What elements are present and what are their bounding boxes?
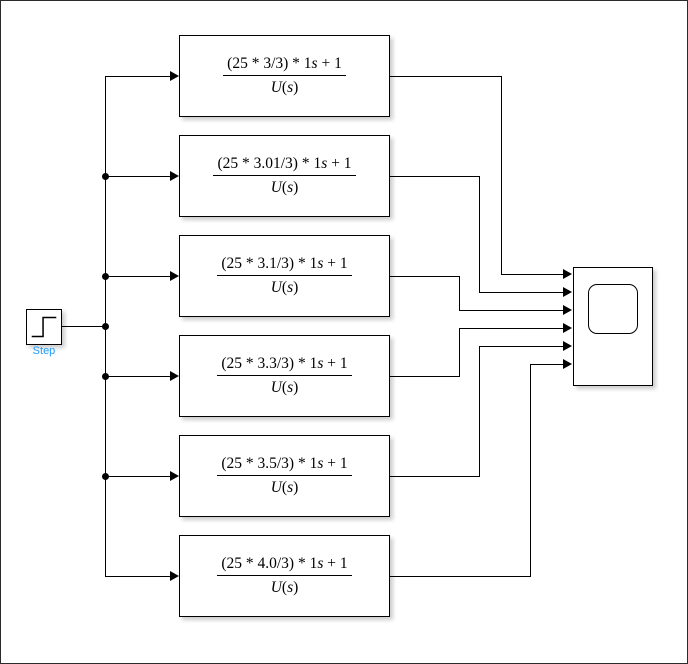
arrow-tf5-input <box>170 471 179 481</box>
denominator-u-symbol: U <box>270 379 282 396</box>
arrow-scope-port-4 <box>563 323 572 333</box>
wire-bus-to-tf6 <box>105 576 171 577</box>
denominator-paren-close: ) <box>293 479 299 496</box>
numerator-constant: + 1 <box>323 255 348 273</box>
numerator-s-symbol: s <box>317 255 324 273</box>
arrow-scope-port-3 <box>563 305 572 315</box>
wire-tf3-out-h1 <box>390 276 460 277</box>
numerator-s-symbol: s <box>321 155 328 173</box>
denominator-paren-close: ) <box>293 79 299 96</box>
wire-distribution-bus <box>105 76 106 577</box>
numerator-coefficient: (25 * 3/3) * 1 <box>227 55 312 73</box>
denominator-paren-close: ) <box>293 279 299 296</box>
transfer-function-expression: (25 * 3.01/3) * 1s + 1 U(s) <box>213 155 356 197</box>
numerator-coefficient: (25 * 4.0/3) * 1 <box>221 555 318 573</box>
transfer-function-block-1[interactable]: (25 * 3/3) * 1s + 1 U(s) <box>179 35 390 117</box>
numerator-constant: + 1 <box>323 555 348 573</box>
wire-tf1-out-h2 <box>501 274 565 275</box>
wire-tf2-out-v <box>479 176 480 292</box>
transfer-function-block-5[interactable]: (25 * 3.5/3) * 1s + 1 U(s) <box>179 435 390 517</box>
denominator-u-symbol: U <box>270 79 282 96</box>
arrow-tf6-input <box>170 571 179 581</box>
wire-tf4-out-h1 <box>390 376 460 377</box>
wire-tf5-out-v <box>479 346 480 477</box>
wire-step-to-bus <box>62 326 106 327</box>
denominator-u-symbol: U <box>270 479 282 496</box>
transfer-function-expression: (25 * 3.1/3) * 1s + 1 U(s) <box>217 255 352 297</box>
denominator-paren-open: ( <box>281 379 288 396</box>
denominator-s-symbol: s <box>287 79 294 96</box>
denominator-s-symbol: s <box>287 579 294 596</box>
wire-tf5-out-h1 <box>390 476 480 477</box>
step-waveform-icon <box>31 316 57 338</box>
arrow-tf2-input <box>170 171 179 181</box>
denominator-paren-open: ( <box>281 79 288 96</box>
numerator-constant: + 1 <box>323 355 348 373</box>
numerator-s-symbol: s <box>317 355 324 373</box>
denominator-paren-close: ) <box>293 179 299 196</box>
transfer-function-expression: (25 * 3/3) * 1s + 1 U(s) <box>223 55 346 97</box>
wire-bus-to-tf5 <box>105 476 171 477</box>
numerator-constant: + 1 <box>327 155 352 173</box>
wire-bus-to-tf3 <box>105 276 171 277</box>
wire-bus-to-tf2 <box>105 176 171 177</box>
wire-tf1-out-h1 <box>390 76 502 77</box>
denominator-s-symbol: s <box>287 179 294 196</box>
wire-bus-to-tf1 <box>105 76 171 77</box>
arrow-scope-port-6 <box>563 359 572 369</box>
numerator-constant: + 1 <box>317 55 342 73</box>
transfer-function-block-3[interactable]: (25 * 3.1/3) * 1s + 1 U(s) <box>179 235 390 317</box>
wire-tf3-out-h2 <box>459 310 565 311</box>
arrow-scope-port-2 <box>563 287 572 297</box>
arrow-tf4-input <box>170 371 179 381</box>
arrow-scope-port-5 <box>563 341 572 351</box>
transfer-function-block-4[interactable]: (25 * 3.3/3) * 1s + 1 U(s) <box>179 335 390 417</box>
transfer-function-expression: (25 * 3.3/3) * 1s + 1 U(s) <box>217 355 352 397</box>
transfer-function-expression: (25 * 3.5/3) * 1s + 1 U(s) <box>217 455 352 497</box>
numerator-s-symbol: s <box>317 555 324 573</box>
denominator-paren-open: ( <box>281 479 288 496</box>
denominator-u-symbol: U <box>270 179 282 196</box>
numerator-coefficient: (25 * 3.1/3) * 1 <box>221 255 318 273</box>
wire-bus-to-tf4 <box>105 376 171 377</box>
wire-tf4-out-v <box>459 328 460 377</box>
wire-tf6-out-h2 <box>530 364 565 365</box>
denominator-s-symbol: s <box>287 379 294 396</box>
numerator-s-symbol: s <box>311 55 318 73</box>
denominator-paren-open: ( <box>281 579 288 596</box>
wire-tf1-out-v <box>501 76 502 274</box>
numerator-s-symbol: s <box>317 455 324 473</box>
denominator-paren-close: ) <box>293 579 299 596</box>
arrow-scope-port-1 <box>563 269 572 279</box>
wire-tf5-out-h2 <box>479 346 565 347</box>
numerator-coefficient: (25 * 3.01/3) * 1 <box>217 155 322 173</box>
denominator-paren-open: ( <box>281 179 288 196</box>
denominator-paren-open: ( <box>281 279 288 296</box>
transfer-function-expression: (25 * 4.0/3) * 1s + 1 U(s) <box>217 555 352 597</box>
step-block-label: Step <box>32 345 56 357</box>
scope-screen-icon <box>588 284 638 334</box>
wire-tf4-out-h2 <box>459 328 565 329</box>
wire-tf2-out-h2 <box>479 292 565 293</box>
step-block[interactable] <box>26 309 62 345</box>
denominator-paren-close: ) <box>293 379 299 396</box>
arrow-tf3-input <box>170 271 179 281</box>
denominator-u-symbol: U <box>270 579 282 596</box>
transfer-function-block-6[interactable]: (25 * 4.0/3) * 1s + 1 U(s) <box>179 535 390 617</box>
numerator-coefficient: (25 * 3.3/3) * 1 <box>221 355 318 373</box>
wire-tf3-out-v <box>459 276 460 310</box>
denominator-u-symbol: U <box>270 279 282 296</box>
transfer-function-block-2[interactable]: (25 * 3.01/3) * 1s + 1 U(s) <box>179 135 390 217</box>
scope-block[interactable] <box>573 267 653 386</box>
wire-tf6-out-h1 <box>390 576 531 577</box>
numerator-constant: + 1 <box>323 455 348 473</box>
denominator-s-symbol: s <box>287 479 294 496</box>
numerator-coefficient: (25 * 3.5/3) * 1 <box>221 455 318 473</box>
wire-tf6-out-v <box>530 364 531 577</box>
denominator-s-symbol: s <box>287 279 294 296</box>
wire-tf2-out-h1 <box>390 176 480 177</box>
arrow-tf1-input <box>170 71 179 81</box>
